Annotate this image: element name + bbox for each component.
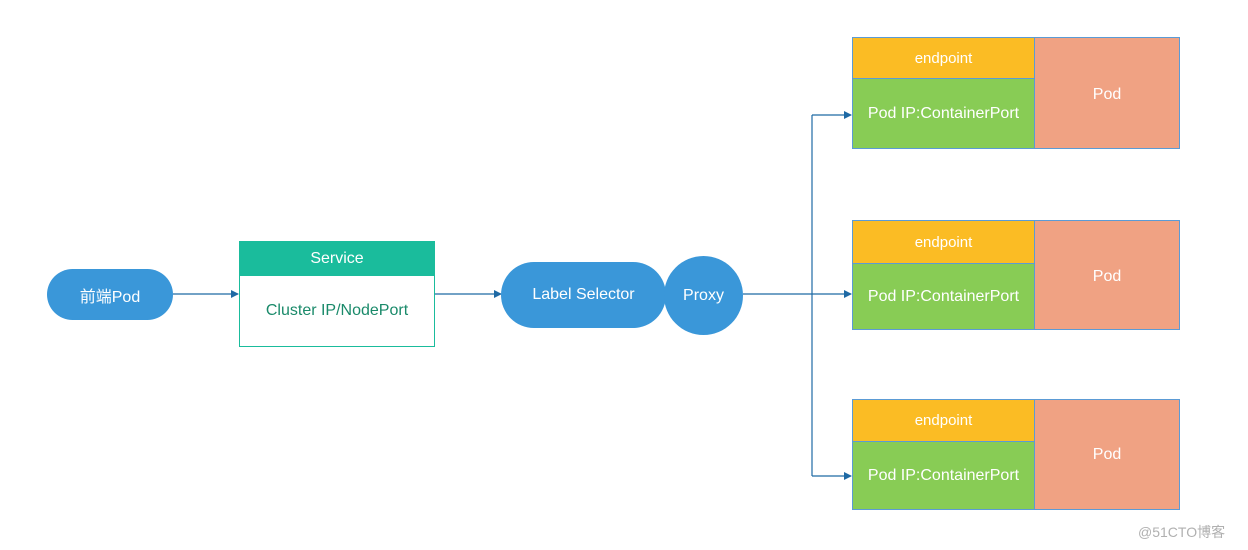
service-title: Service [310,250,364,267]
endpoint-label: endpoint [914,49,973,67]
endpoint-label: endpoint [914,412,973,429]
pod-cell: Pod [1035,221,1179,329]
pod-cell: Pod [1035,38,1179,148]
pod-target-3: endpoint Pod IP:ContainerPort Pod [852,399,1180,510]
pod-cell: Pod [1035,400,1179,509]
address-label: Pod IP:ContainerPort [867,104,1020,122]
endpoint-cell: endpoint [853,221,1035,264]
pod-target-2: endpoint Pod IP:ContainerPort Pod [852,220,1180,330]
address-cell: Pod IP:ContainerPort [853,79,1035,148]
endpoint-cell: endpoint [853,400,1035,442]
label-selector-node: Label Selector [501,262,666,328]
frontend-pod-label: 前端Pod [79,288,141,306]
address-label: Pod IP:ContainerPort [867,287,1020,305]
service-address: Cluster IP/NodePort [265,302,409,319]
endpoint-cell: endpoint [853,38,1035,79]
pod-target-1: endpoint Pod IP:ContainerPort Pod [852,37,1180,149]
pod-label: Pod [1092,446,1122,463]
address-label: Pod IP:ContainerPort [867,466,1020,484]
pod-label: Pod [1092,86,1122,103]
service-node: Service Cluster IP/NodePort [239,241,435,347]
watermark-text: @51CTO博客 [1138,522,1225,542]
service-body: Cluster IP/NodePort [240,276,434,346]
service-header: Service [240,242,434,276]
label-selector-label: Label Selector [532,286,635,303]
pod-label: Pod [1092,268,1122,285]
endpoint-label: endpoint [914,233,973,251]
proxy-node: Proxy [664,256,743,335]
address-cell: Pod IP:ContainerPort [853,442,1035,509]
address-cell: Pod IP:ContainerPort [853,264,1035,329]
watermark-label: @51CTO博客 [1138,524,1226,540]
proxy-label: Proxy [683,286,724,304]
frontend-pod-node: 前端Pod [47,269,173,320]
